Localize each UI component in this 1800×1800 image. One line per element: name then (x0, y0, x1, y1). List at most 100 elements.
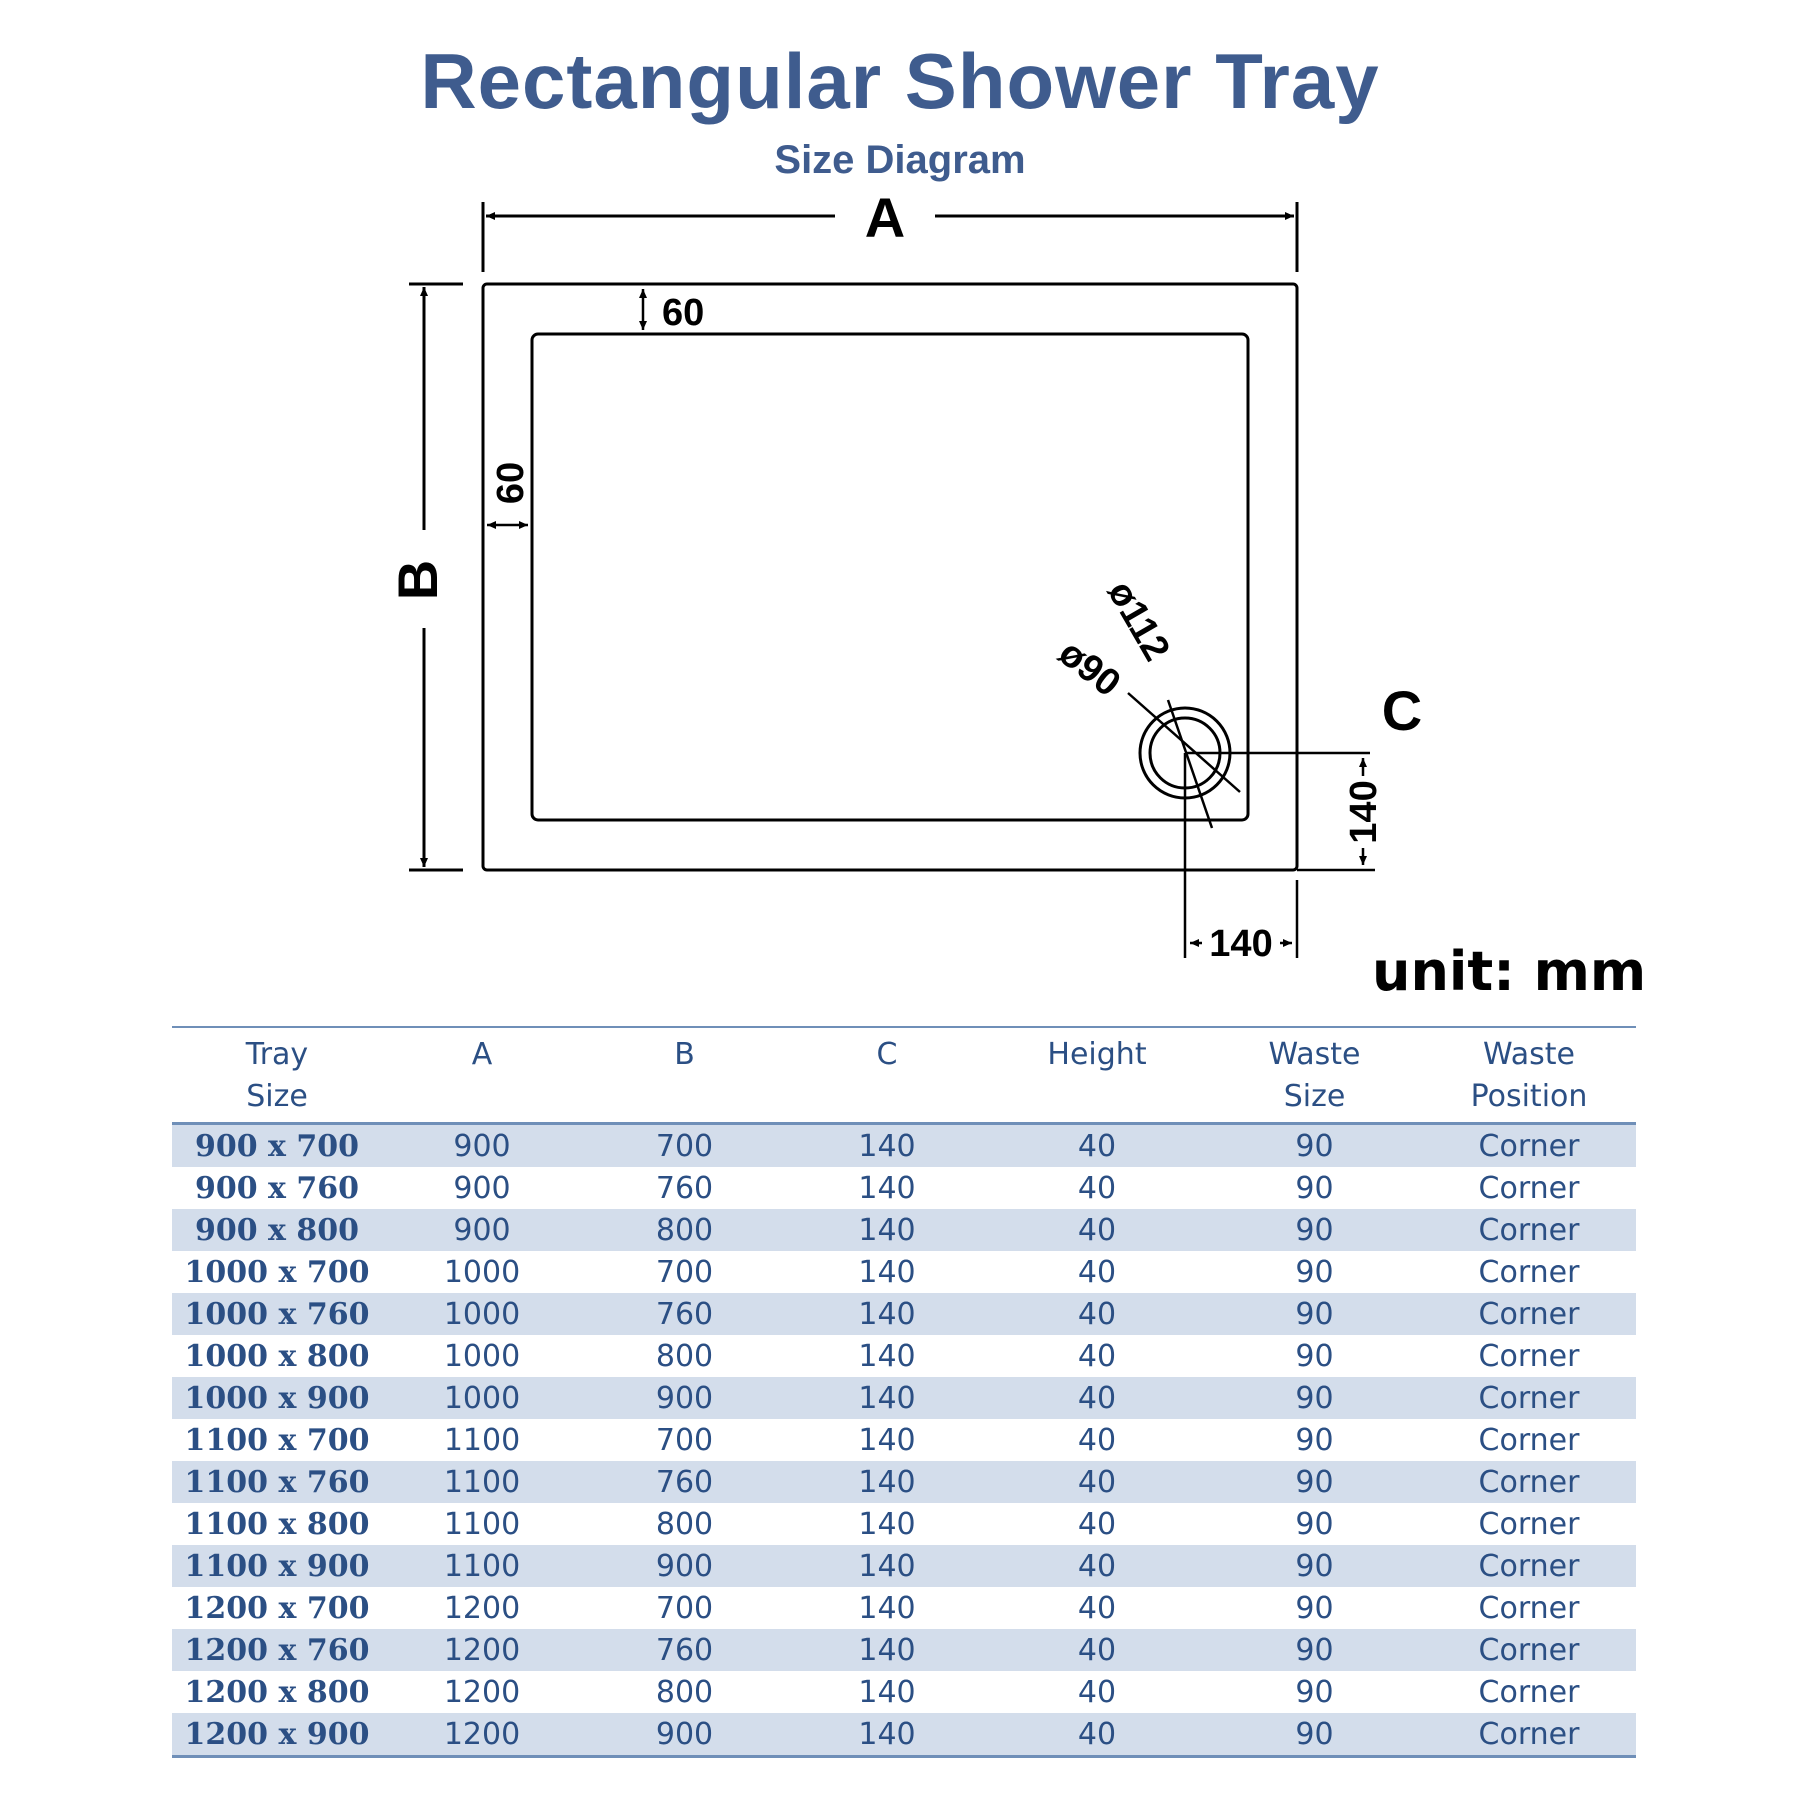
tray-size-cell: 1100 x 700 (184, 1422, 370, 1458)
waste-size-cell: 90 (1295, 1674, 1334, 1710)
c-cell: 140 (787, 1123, 987, 1167)
waste-position-cell: Corner (1422, 1545, 1636, 1587)
waste-size-cell: 90 (1207, 1629, 1422, 1671)
unit-label: unit: mm (1372, 940, 1647, 1003)
c-cell: 140 (787, 1377, 987, 1419)
waste-size-cell: 90 (1295, 1170, 1334, 1206)
tray-size-cell: 1000 x 700 (184, 1254, 370, 1290)
waste-position-cell: Corner (1422, 1713, 1636, 1758)
dimension-waste-horizontal: 140 (1183, 753, 1299, 965)
a-cell: 900 (382, 1209, 582, 1251)
c-cell: 140 (787, 1209, 987, 1251)
c-cell: 140 (787, 1461, 987, 1503)
label-c: C (1382, 679, 1422, 742)
waste-position-cell: Corner (1478, 1170, 1580, 1206)
waste-position-cell: Corner (1478, 1338, 1580, 1374)
header-b: B (582, 1026, 787, 1125)
b-cell: 800 (655, 1338, 714, 1374)
height-cell: 40 (1077, 1674, 1117, 1710)
height-cell: 40 (987, 1123, 1207, 1167)
a-cell: 1200 (382, 1629, 582, 1671)
waste-size-cell: 90 (1295, 1422, 1334, 1458)
label-waste-vertical: 140 (1343, 780, 1385, 843)
label-waste-horizontal: 140 (1209, 923, 1272, 965)
header-height: Height (987, 1026, 1207, 1125)
waste-drain: ø112 ø90 (1051, 574, 1370, 829)
waste-position-cell: Corner (1478, 1674, 1580, 1710)
a-cell: 1000 (443, 1338, 521, 1374)
waste-size-cell: 90 (1207, 1377, 1422, 1419)
height-cell: 40 (987, 1293, 1207, 1335)
height-cell: 40 (1077, 1590, 1117, 1626)
waste-position-cell: Corner (1422, 1293, 1636, 1335)
tray-inner-outline (530, 332, 1250, 822)
waste-position-cell: Corner (1422, 1461, 1636, 1503)
waste-size-cell: 90 (1295, 1254, 1334, 1290)
waste-size-cell: 90 (1295, 1506, 1334, 1542)
waste-size-cell: 90 (1295, 1590, 1334, 1626)
tray-size-cell: 1000 x 900 (172, 1377, 382, 1419)
header-c: C (787, 1026, 987, 1125)
b-cell: 700 (655, 1590, 714, 1626)
tray-size-cell: 900 x 760 (194, 1170, 360, 1206)
c-cell: 140 (858, 1590, 916, 1626)
b-cell: 800 (582, 1209, 787, 1251)
waste-position-cell: Corner (1478, 1506, 1580, 1542)
b-cell: 900 (582, 1545, 787, 1587)
label-waste-outer: ø112 (1099, 574, 1178, 668)
b-cell: 700 (655, 1254, 714, 1290)
label-rim-left: 60 (490, 462, 532, 504)
waste-position-cell: Corner (1422, 1123, 1636, 1167)
a-cell: 1200 (443, 1674, 521, 1710)
height-cell: 40 (1077, 1422, 1117, 1458)
c-cell: 140 (858, 1338, 916, 1374)
b-cell: 900 (582, 1713, 787, 1758)
waste-size-cell: 90 (1207, 1293, 1422, 1335)
height-cell: 40 (987, 1209, 1207, 1251)
height-cell: 40 (987, 1629, 1207, 1671)
b-cell: 900 (582, 1377, 787, 1419)
b-cell: 700 (582, 1123, 787, 1167)
height-cell: 40 (1077, 1338, 1117, 1374)
c-cell: 140 (787, 1629, 987, 1671)
height-cell: 40 (1077, 1170, 1117, 1206)
c-cell: 140 (858, 1506, 916, 1542)
tray-size-cell: 1200 x 900 (172, 1713, 382, 1758)
a-cell: 1100 (382, 1545, 582, 1587)
dimension-b: B (386, 282, 463, 872)
page-title: Rectangular Shower Tray (420, 37, 1380, 125)
dimension-a: A (481, 186, 1299, 272)
tray-size-cell: 1100 x 760 (172, 1461, 382, 1503)
tray-size-cell: 1200 x 700 (184, 1590, 370, 1626)
b-cell: 800 (655, 1674, 714, 1710)
c-cell: 140 (858, 1170, 916, 1206)
tray-size-cell: 1200 x 800 (184, 1674, 370, 1710)
tray-size-cell: 900 x 700 (172, 1123, 382, 1167)
c-cell: 140 (787, 1293, 987, 1335)
height-cell: 40 (987, 1377, 1207, 1419)
a-cell: 1100 (382, 1461, 582, 1503)
table-row: 1200 x 800 1200 800 140 40 90 Corner (172, 1671, 1636, 1713)
dimension-waste-vertical: 140 (1297, 758, 1385, 872)
waste-size-cell: 90 (1207, 1461, 1422, 1503)
c-cell: 140 (858, 1674, 916, 1710)
a-cell: 1000 (382, 1377, 582, 1419)
height-cell: 40 (987, 1713, 1207, 1758)
b-cell: 760 (582, 1461, 787, 1503)
waste-size-cell: 90 (1207, 1545, 1422, 1587)
c-cell: 140 (787, 1713, 987, 1758)
c-cell: 140 (858, 1422, 916, 1458)
